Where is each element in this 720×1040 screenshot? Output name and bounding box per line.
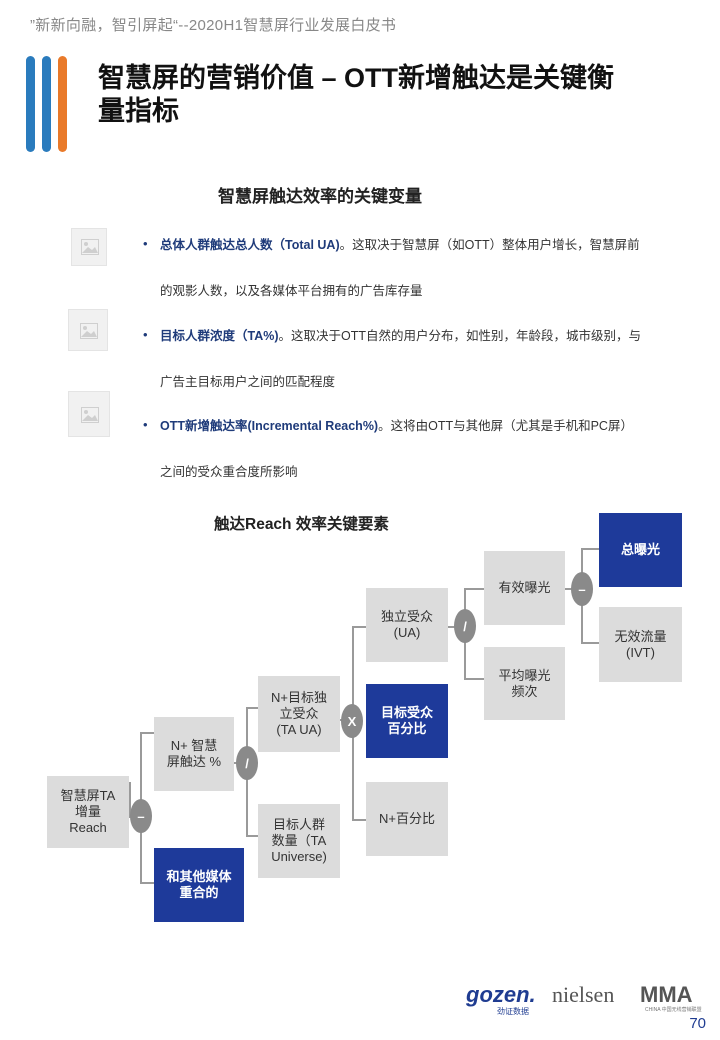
- decoration-bar-blue-1: [26, 56, 35, 152]
- bullet-text-1: 。这取决于OTT自然的用户分布，如性别，年龄段，城市级别，与: [278, 329, 642, 343]
- box-ta-ua: N+目标独 立受众 (TA UA): [258, 676, 340, 752]
- connector-line: [464, 588, 484, 590]
- header-note: ”新新向融，智引屏起“--2020H1智慧屏行业发展白皮书: [30, 17, 397, 34]
- connector-line: [581, 642, 599, 644]
- bullet-dot: •: [143, 417, 148, 432]
- bullet-item: OTT新增触达率(Incremental Reach%)。这将由OTT与其他屏（…: [160, 403, 675, 495]
- box-ta-universe: 目标人群 数量（TA Universe): [258, 804, 340, 878]
- operator-minus: –: [130, 799, 152, 833]
- section-title: 智慧屏触达效率的关键变量: [218, 187, 422, 206]
- bullet-item: 总体人群触达总人数（Total UA)。这取决于智慧屏（如OTT）整体用户增长，…: [160, 222, 675, 314]
- box-invalid-traffic: 无效流量 (IVT): [599, 607, 682, 682]
- page-title-line-2: 量指标: [98, 96, 179, 126]
- box-reach: 智慧屏TA 增量 Reach: [47, 776, 129, 848]
- bullet-text-1: 。这将由OTT与其他屏（尤其是手机和PC屏）: [378, 419, 633, 433]
- connector-line: [246, 835, 258, 837]
- page-title-line-1: 智慧屏的营销价值 – OTT新增触达是关键衡: [98, 63, 615, 93]
- operator-divide: /: [454, 609, 476, 643]
- box-effective-impressions: 有效曝光: [484, 551, 565, 625]
- connector-line: [246, 707, 258, 709]
- gozen-logo-subtitle: 劲证数据: [497, 1007, 529, 1016]
- bullet-text-1: 。这取决于智慧屏（如OTT）整体用户增长，智慧屏前: [339, 238, 640, 252]
- box-n-plus-reach-ratio: N+ 智慧 屏触达 %: [154, 717, 234, 791]
- operator-divide: /: [236, 746, 258, 780]
- image-placeholder-icon: [71, 228, 107, 266]
- nielsen-logo: nielsen: [552, 982, 615, 1007]
- decoration-bar-orange: [58, 56, 67, 152]
- box-total-impressions: 总曝光: [599, 513, 682, 587]
- bullet-lead: 总体人群触达总人数（Total UA): [160, 238, 340, 252]
- mma-logo: MMA: [640, 982, 693, 1007]
- page-title: 智慧屏的营销价值 – OTT新增触达是关键衡 量指标: [98, 62, 698, 128]
- bullet-text-2: 广告主目标用户之间的匹配程度: [160, 375, 336, 389]
- image-placeholder-icon: [68, 391, 110, 437]
- operator-multiply: X: [341, 704, 363, 738]
- connector-line: [464, 678, 484, 680]
- image-placeholder-icon: [68, 309, 108, 351]
- title-decoration-bars: [24, 56, 74, 156]
- operator-minus: –: [571, 572, 593, 606]
- connector-line: [352, 819, 366, 821]
- connector-line: [129, 782, 131, 818]
- mma-logo-subtitle: CHINA 中国无线营销联盟: [645, 1007, 702, 1013]
- box-n-plus-percentage: N+百分比: [366, 782, 448, 856]
- gozen-logo: gozen.: [466, 982, 536, 1007]
- bullet-lead: OTT新增触达率(Incremental Reach%): [160, 419, 379, 433]
- bullet-text-2: 的观影人数，以及各媒体平台拥有的广告库存量: [160, 284, 423, 298]
- page-number: 70: [689, 1015, 706, 1032]
- box-overlap-with-other-media: 和其他媒体 重合的: [154, 848, 244, 922]
- bullet-text-2: 之间的受众重合度所影响: [160, 465, 298, 479]
- connector-line: [140, 732, 154, 734]
- connector-line: [581, 548, 599, 550]
- box-average-frequency: 平均曝光 频次: [484, 647, 565, 720]
- bullet-lead: 目标人群浓度（TA%): [160, 329, 279, 343]
- bullet-dot: •: [143, 327, 148, 342]
- bullet-dot: •: [143, 236, 148, 251]
- box-ta-percentage: 目标受众 百分比: [366, 684, 448, 758]
- connector-line: [140, 882, 154, 884]
- connector-line: [352, 626, 366, 628]
- decoration-bar-blue-2: [42, 56, 51, 152]
- diagram-title: 触达Reach 效率关键要素: [214, 516, 389, 533]
- bullet-item: 目标人群浓度（TA%)。这取决于OTT自然的用户分布，如性别，年龄段，城市级别，…: [160, 313, 675, 405]
- box-unique-audience: 独立受众 (UA): [366, 588, 448, 662]
